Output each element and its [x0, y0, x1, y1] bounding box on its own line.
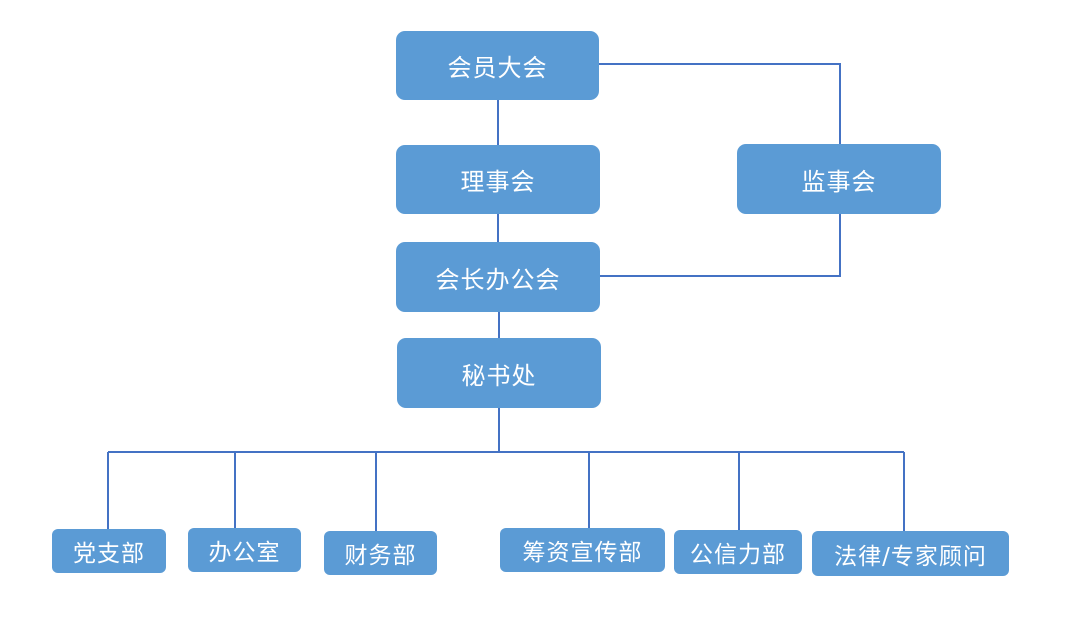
node-council: 理事会 [396, 145, 600, 214]
connector-supervisory-president-office [600, 214, 841, 277]
node-president-office: 会长办公会 [396, 242, 600, 312]
node-office: 办公室 [188, 528, 301, 572]
connector-assembly-supervisory [599, 63, 841, 144]
node-finance-dept: 财务部 [324, 531, 437, 575]
node-party-branch: 党支部 [52, 529, 166, 573]
node-credibility-dept: 公信力部 [674, 530, 802, 574]
node-legal-expert-advisors: 法律/专家顾问 [812, 531, 1009, 576]
node-members-assembly: 会员大会 [396, 31, 599, 100]
node-secretariat: 秘书处 [397, 338, 601, 408]
node-fundraising-dept: 筹资宣传部 [500, 528, 665, 572]
node-supervisory-board: 监事会 [737, 144, 941, 214]
